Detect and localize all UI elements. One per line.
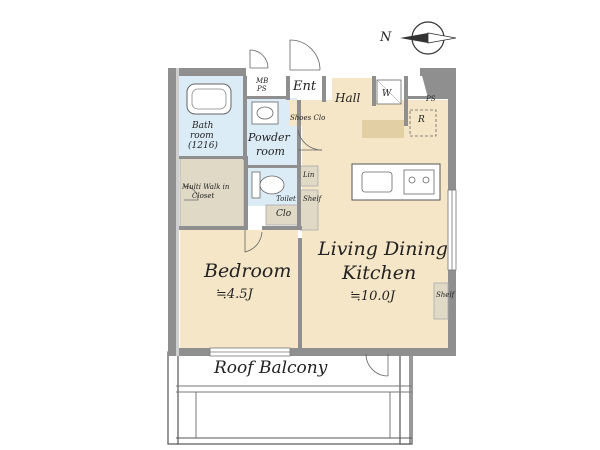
- interior-walls: [179, 76, 448, 348]
- powder-room-line2: room: [256, 145, 285, 158]
- powder-door: [297, 129, 323, 151]
- floors: [179, 76, 448, 348]
- bath-room-line2: room: [190, 131, 214, 141]
- linen-label: Lin: [303, 171, 315, 179]
- powder-room-line1: Powder: [248, 131, 290, 144]
- bathtub: [186, 83, 232, 115]
- toilet-fixture: [251, 171, 285, 199]
- bath-room-line1: Bath: [192, 121, 214, 131]
- compass-icon: [400, 21, 457, 55]
- balcony-door: [365, 353, 389, 377]
- ldk-size: ≒10.0J: [350, 289, 396, 304]
- ldk-name-line2: Kitchen: [342, 262, 417, 284]
- bath-room-line3: (1216): [188, 141, 218, 151]
- kitchen-counter: [351, 163, 441, 201]
- roof-balcony-label: Roof Balcony: [214, 358, 328, 378]
- walk-in-closet-line1: Multi Walk in: [182, 183, 230, 191]
- ps-label: PS: [426, 95, 436, 103]
- corner-ps: [420, 68, 456, 98]
- mb-ps-door: [249, 49, 269, 69]
- entrance-label: Ent: [293, 79, 317, 94]
- shoes-closet-label: Shoes Clo: [290, 114, 326, 122]
- bedroom-door: [244, 230, 263, 253]
- closet-label: Clo: [276, 209, 292, 219]
- compass-north-label: N: [380, 30, 392, 45]
- toilet-label: Toilet: [276, 195, 296, 203]
- bedroom-name: Bedroom: [204, 260, 292, 282]
- windows: [209, 189, 457, 357]
- washer-space: [376, 79, 402, 105]
- bedroom-size: ≒4.5J: [216, 287, 253, 302]
- fridge-label: R: [418, 115, 425, 125]
- mb-ps-line1: MB: [256, 77, 269, 85]
- hall-label: Hall: [335, 91, 361, 105]
- wash-basin: [251, 101, 279, 125]
- mb-ps-line2: PS: [257, 85, 267, 93]
- small-shelf-label: Shelf: [303, 195, 322, 203]
- closet-door: [183, 185, 199, 201]
- roof-balcony: [167, 351, 413, 445]
- right-shelf-label: Shelf: [436, 291, 455, 299]
- walk-in-closet-line2: Closet: [192, 192, 215, 200]
- fridge-space: [409, 109, 437, 137]
- washer-label: W: [382, 89, 392, 99]
- entrance-door: [286, 36, 324, 76]
- ldk-name-line1: Living Dining: [318, 238, 448, 260]
